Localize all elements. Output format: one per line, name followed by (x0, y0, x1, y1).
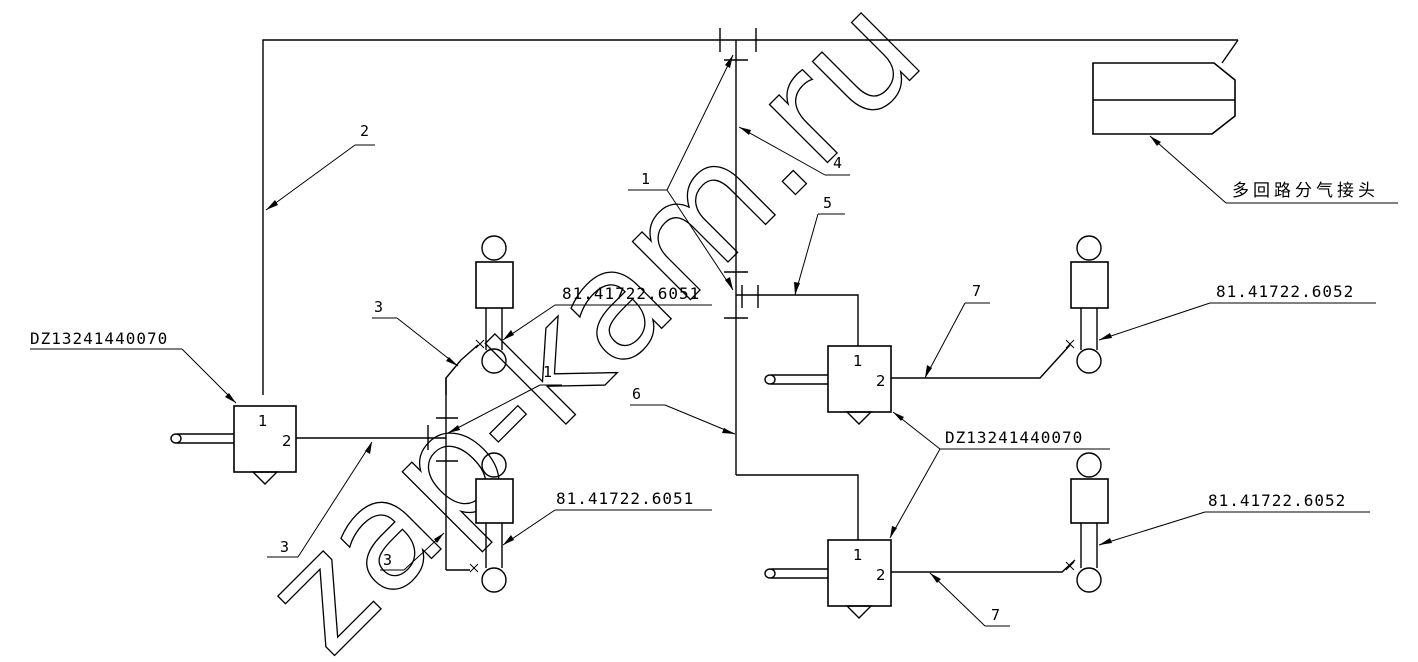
label-line-3-upper: 3 (374, 298, 383, 316)
port-in-label: 1 (258, 412, 268, 430)
label-line-7-bottom: 7 (991, 606, 1000, 624)
label-line-2: 2 (360, 122, 369, 140)
label-line-1-top: 1 (641, 170, 650, 188)
brake-chamber-rear-top (1065, 235, 1109, 374)
brake-chamber-front-top (475, 235, 514, 374)
label-line-3-bottom: 3 (383, 551, 392, 569)
port-out-label: 2 (876, 372, 886, 390)
relay-valve-right-top: 1 2 (764, 345, 892, 425)
part-number-rear-chamber-top: 81.41722.6052 (1216, 282, 1354, 301)
labels: 2 1 4 5 6 1 3 3 3 7 7 DZ13241440070 DZ13… (30, 122, 1379, 624)
part-number-front-chamber-bottom: 81.41722.6051 (556, 489, 694, 508)
port-out-label: 2 (282, 432, 292, 450)
port-in-label: 1 (853, 546, 863, 564)
pipe-network (262, 39, 1239, 573)
brake-chamber-front-bottom (469, 452, 514, 593)
label-line-1-mid: 1 (543, 363, 552, 381)
port-in-label: 1 (853, 352, 863, 370)
label-line-5: 5 (823, 194, 832, 212)
part-number-right-valves: DZ13241440070 (945, 428, 1083, 447)
label-line-7-top: 7 (972, 282, 981, 300)
multi-circuit-connector (1092, 62, 1236, 135)
label-line-3-left: 3 (280, 538, 289, 556)
part-number-left-valve: DZ13241440070 (30, 329, 168, 348)
port-out-label: 2 (876, 566, 886, 584)
label-line-4: 4 (833, 154, 842, 172)
connector-label: 多回路分气接头 (1232, 181, 1379, 201)
pipe-fittings (427, 28, 759, 462)
label-line-6: 6 (632, 385, 641, 403)
part-number-rear-chamber-bottom: 81.41722.6052 (1208, 491, 1346, 510)
leader-lines (30, 54, 1398, 627)
part-number-front-chamber-top: 81.41722.6051 (562, 284, 700, 303)
brake-chamber-rear-bottom (1065, 452, 1109, 593)
relay-valve-left: 1 2 (170, 405, 297, 485)
relay-valve-right-bottom: 1 2 (764, 539, 892, 619)
